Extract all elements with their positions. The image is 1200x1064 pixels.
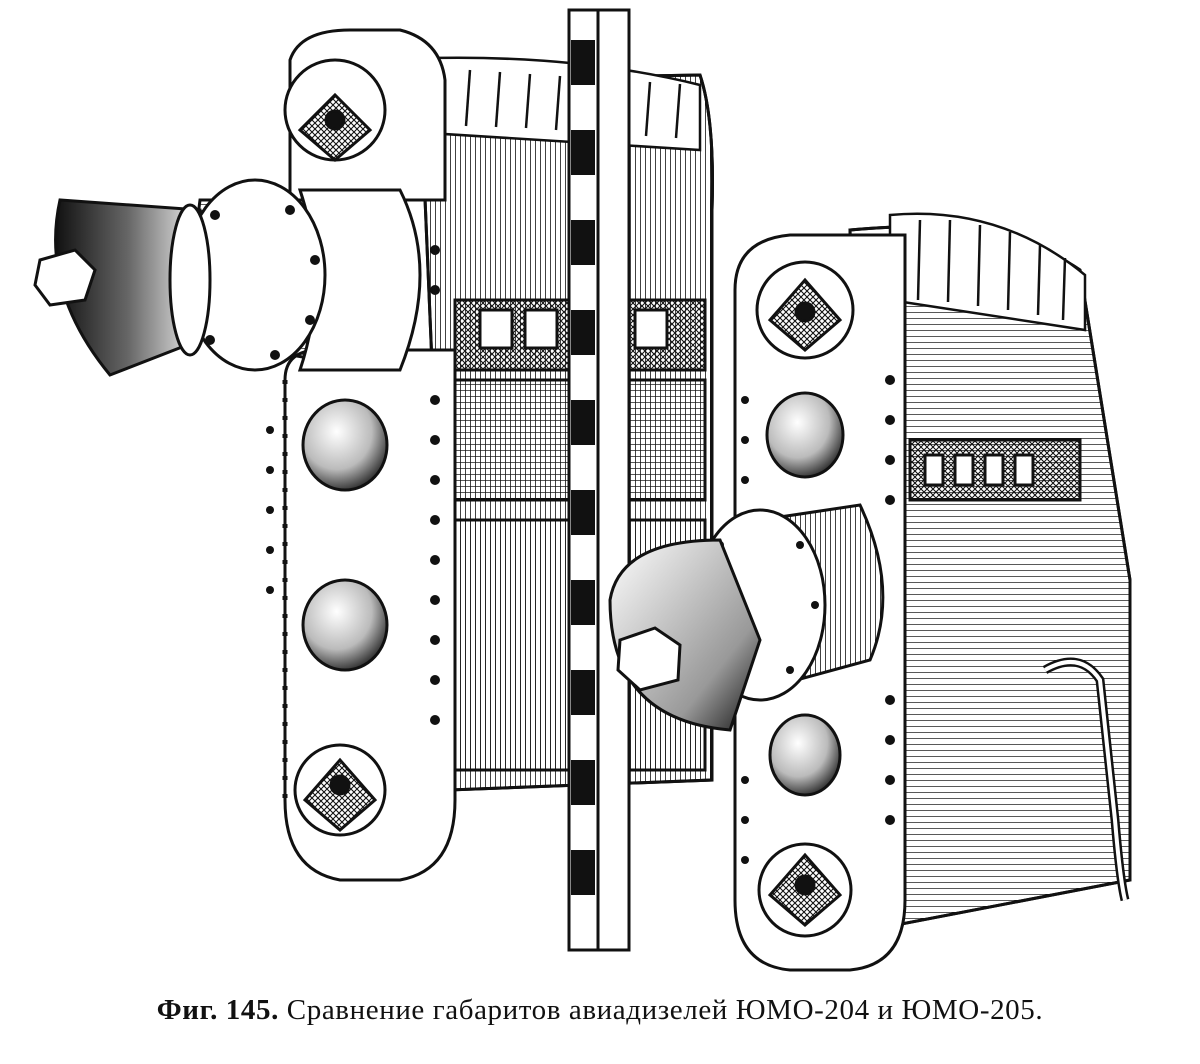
right-upper-dome <box>765 391 845 479</box>
upper-dome <box>301 398 389 492</box>
right-top-fan-housing <box>755 260 855 360</box>
scale-bar <box>567 8 631 952</box>
figure-label: Фиг. 145. <box>156 994 279 1026</box>
propeller-cone <box>33 198 212 377</box>
right-lower-dome <box>768 713 842 797</box>
lower-dome <box>301 578 389 672</box>
engine-jumo-205 <box>608 212 1132 972</box>
figure-title: Сравнение габаритов авиадизелей ЮМО-204 … <box>286 994 1044 1026</box>
bottom-fan-housing <box>293 743 387 837</box>
propeller-hub <box>183 178 422 372</box>
right-propeller-cone <box>608 538 762 732</box>
engine-comparison-illustration <box>33 8 1132 972</box>
right-bottom-fan-housing <box>757 842 853 938</box>
right-top-cover-ribs <box>888 212 1087 332</box>
top-fan-housing <box>283 58 387 162</box>
figure-caption: Фиг. 145. Сравнение габаритов авиадизеле… <box>0 994 1200 1027</box>
